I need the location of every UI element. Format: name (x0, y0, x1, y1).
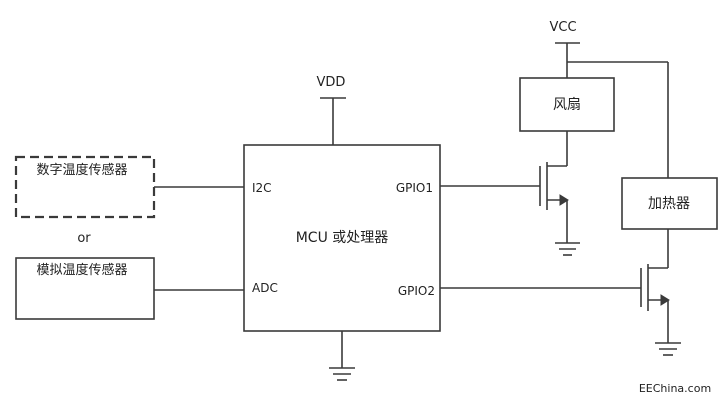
ground-icon (655, 342, 681, 356)
i2c-pin-label: I2C (252, 181, 272, 195)
heater-label: 加热器 (648, 196, 690, 212)
analog-sensor-label: 模拟温度传感器 (36, 262, 127, 278)
vdd-label: VDD (317, 75, 346, 90)
fan-label: 风扇 (553, 97, 581, 113)
ground-icon (329, 367, 355, 381)
fan-box (519, 77, 615, 132)
or-label: or (77, 231, 91, 246)
nmos-transistor-icon (640, 264, 670, 311)
adc-pin-label: ADC (252, 281, 278, 295)
digital-sensor-label: 数字温度传感器 (36, 162, 127, 178)
gpio1-pin-label: GPIO1 (396, 181, 433, 195)
mcu-label: MCU 或处理器 (296, 230, 389, 246)
analog-sensor-box (15, 257, 155, 320)
gpio2-pin-label: GPIO2 (398, 284, 435, 298)
nmos-transistor-icon (539, 162, 569, 210)
mcu-box (243, 144, 441, 332)
watermark-text: EEChina.com (639, 382, 711, 395)
vcc-label: VCC (549, 20, 576, 35)
heater-box (621, 177, 718, 230)
ground-icon (555, 242, 580, 256)
